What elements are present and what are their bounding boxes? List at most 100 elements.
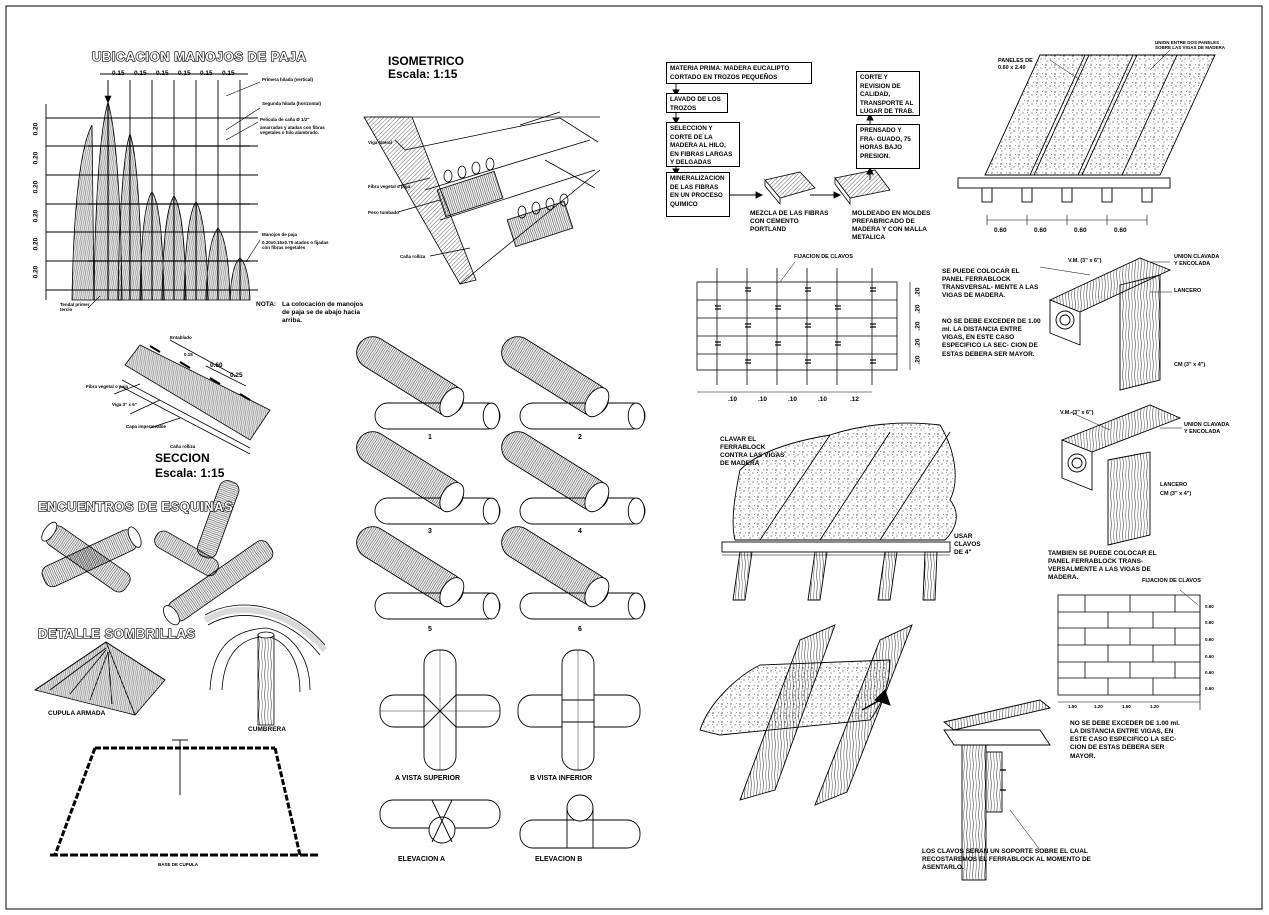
label-pelicula-2: amarradas y atadas con fibras vegetales … [260, 125, 325, 136]
union2-cm-label: CM (3" x 4") [1160, 491, 1192, 497]
dim-label: 0.15 [222, 70, 235, 77]
seccion-label: Capa impermeable [126, 424, 167, 429]
union2-lancero-label: LANCERO [1160, 482, 1188, 488]
seccion-scale: Escala: 1:15 [155, 466, 225, 480]
clavos-beam-drawing [942, 699, 1052, 881]
section-roof [113, 339, 271, 455]
seccion-label: Entablado [170, 335, 192, 340]
joint-number: 3 [428, 528, 432, 535]
cupula-label: CUPULA ARMADA [48, 710, 106, 717]
ferrablock-leaning-drawing [699, 624, 913, 806]
tambien-side-dim: 0.60 [1205, 604, 1214, 609]
fijacion-dim: .10 [758, 396, 768, 403]
dim-label: 0.20 [32, 237, 40, 251]
fijacion-dim: .12 [850, 396, 860, 403]
flow-corte-box: CORTE Y REVISION DE CALIDAD, TRANSPORTE … [856, 71, 920, 116]
log-joint-4 [501, 431, 646, 525]
elevacion-b-label: ELEVACION B [535, 856, 583, 863]
dim-label: 0.20 [32, 151, 40, 165]
flow-moldeado-label: MOLDEADO EN MOLDES PREFABRICADO DE MADER… [852, 210, 931, 242]
dim-label: 0.20 [32, 209, 40, 223]
log-joint-5 [356, 526, 501, 620]
union1-cm-label: CM (3" x 4") [1174, 362, 1206, 368]
fijacion-side-dim: .20 [914, 338, 922, 348]
elevacion-a-drawing [379, 799, 501, 844]
seccion-title: SECCION [155, 451, 210, 465]
encuentros-title: ENCUENTROS DE ESQUINAS [37, 498, 234, 514]
tambien-text: TAMBIEN SE PUEDE COLOCAR EL PANEL FERRAB… [1048, 550, 1157, 582]
clavar-label: CLAVAR EL FERRABLOCK CONTRA LAS VIGAS DE… [720, 436, 785, 468]
isometrico-scale: Escala: 1:15 [388, 67, 458, 81]
straw-bundles [71, 100, 251, 301]
log-joint-1 [356, 336, 501, 430]
fijacion-side-dim: .20 [914, 321, 922, 331]
panels-drawing [957, 49, 1216, 225]
union1-lancero-label: LANCERO [1174, 288, 1202, 294]
fijacion-dim: .10 [818, 396, 828, 403]
vista-superior-drawing [379, 649, 501, 771]
tambien-side-dim: 0.60 [1205, 620, 1214, 625]
fijacion-note-2: NO SE DEBE EXCEDER DE 1.00 ml. LA DISTAN… [942, 318, 1041, 358]
paneles-dim: 0.60 [1034, 227, 1047, 234]
flow-prensado-box: PRENSADO Y FRA- GUADO, 75 HORAS BAJO PRE… [856, 124, 920, 169]
umbrella-dome [34, 641, 166, 716]
vista-superior-label: A VISTA SUPERIOR [395, 775, 461, 782]
seccion-label: Fibra vegetal o paja [86, 384, 129, 389]
usar-clavos-label: USAR CLAVOS DE 4" [954, 533, 981, 557]
iso-label: Caña rolliza [400, 254, 426, 259]
seccion-label: Viga 3" x 6" [112, 402, 137, 407]
tambien-note: NO SE DEBE EXCEDER DE 1.00 ml. LA DISTAN… [1070, 720, 1180, 760]
fijacion-note-1: SE PUEDE COLOCAR EL PANEL FERRABLOCK TRA… [942, 268, 1039, 300]
fijacion-dim: .10 [728, 396, 738, 403]
dim-label: 0.15 [112, 70, 125, 77]
nota-text: La colocación de manojos de paja se de a… [282, 301, 364, 325]
dim-label: 0.20 [32, 180, 40, 194]
dim-label: 0.15 [156, 70, 169, 77]
tambien-bottom-dim: 1.50 [1122, 704, 1131, 709]
log-joints [356, 336, 646, 620]
log-joint-2 [501, 336, 646, 430]
iso-label: Fibra vegetal o paja [368, 184, 411, 189]
flow-seleccion-box: SELECCION Y CORTE DE LA MADERA AL HILO, … [666, 122, 740, 167]
union2-union-label: UNION CLAVADA Y ENCOLADA [1184, 422, 1230, 435]
fijacion-side-dim: .20 [914, 304, 922, 314]
corner-joints [41, 480, 274, 626]
union1-vm-label: V.M. (3" x 6") [1068, 258, 1102, 264]
label-primera-hilada: Primera hilada (vertical) [262, 77, 314, 82]
flow-materia-box: MATERIA PRIMA: MADERA EUCALIPTO CORTADO … [666, 62, 812, 84]
union-1-drawing [1039, 257, 1172, 391]
vista-inferior-drawing [517, 649, 641, 771]
fijacion-dim: .10 [788, 396, 798, 403]
tambien-bottom-dim: 1.20 [1094, 704, 1103, 709]
clavos-note: LOS CLAVOS SERAN UN SOPORTE SOBRE EL CUA… [922, 848, 1092, 872]
nail-grid [696, 261, 911, 393]
dim-label: 0.15 [178, 70, 191, 77]
seccion-dim: 0.25 [230, 372, 243, 379]
union2-vm-label: V.M. (3" x 6") [1060, 410, 1094, 416]
tambien-bottom-dim: 1.50 [1068, 704, 1077, 709]
paneles-dim: 0.60 [994, 227, 1007, 234]
iso-label: Viga lateral [368, 140, 392, 145]
paneles-union-label: UNION ENTRE DOS PANELES SOBRE LAS VIGAS … [1155, 40, 1226, 51]
seccion-label: Caña rolliza [170, 444, 196, 449]
fijacion-side-dim: .20 [914, 287, 922, 297]
elevacion-b-drawing [519, 794, 641, 849]
tambien-side-dim: 0.60 [1205, 637, 1214, 642]
seccion-dim: 0.15 [184, 352, 193, 357]
elevacion-a-label: ELEVACION A [398, 856, 446, 863]
sombrillas-title: DETALLE SOMBRILLAS [37, 625, 196, 641]
dim-label: 0.20 [32, 265, 40, 279]
cupula-base-drawing [50, 739, 320, 857]
dim-label: 0.15 [134, 70, 147, 77]
ubicacion-leaders [87, 80, 261, 309]
vista-inferior-label: B VISTA INFERIOR [530, 775, 593, 782]
label-manojos-2: 0.20x0.15x0.75 atados o fijadas con fibr… [262, 240, 329, 251]
fijacion-side-dim: .20 [914, 355, 922, 365]
iso-label: Peso tumbado [368, 210, 400, 215]
base-cupula-label: BASE DE CUPULA [158, 862, 199, 867]
seccion-dim: 0.60 [210, 362, 223, 369]
isometrico-title: ISOMETRICO [388, 54, 465, 68]
tambien-side-dim: 0.60 [1205, 670, 1214, 675]
